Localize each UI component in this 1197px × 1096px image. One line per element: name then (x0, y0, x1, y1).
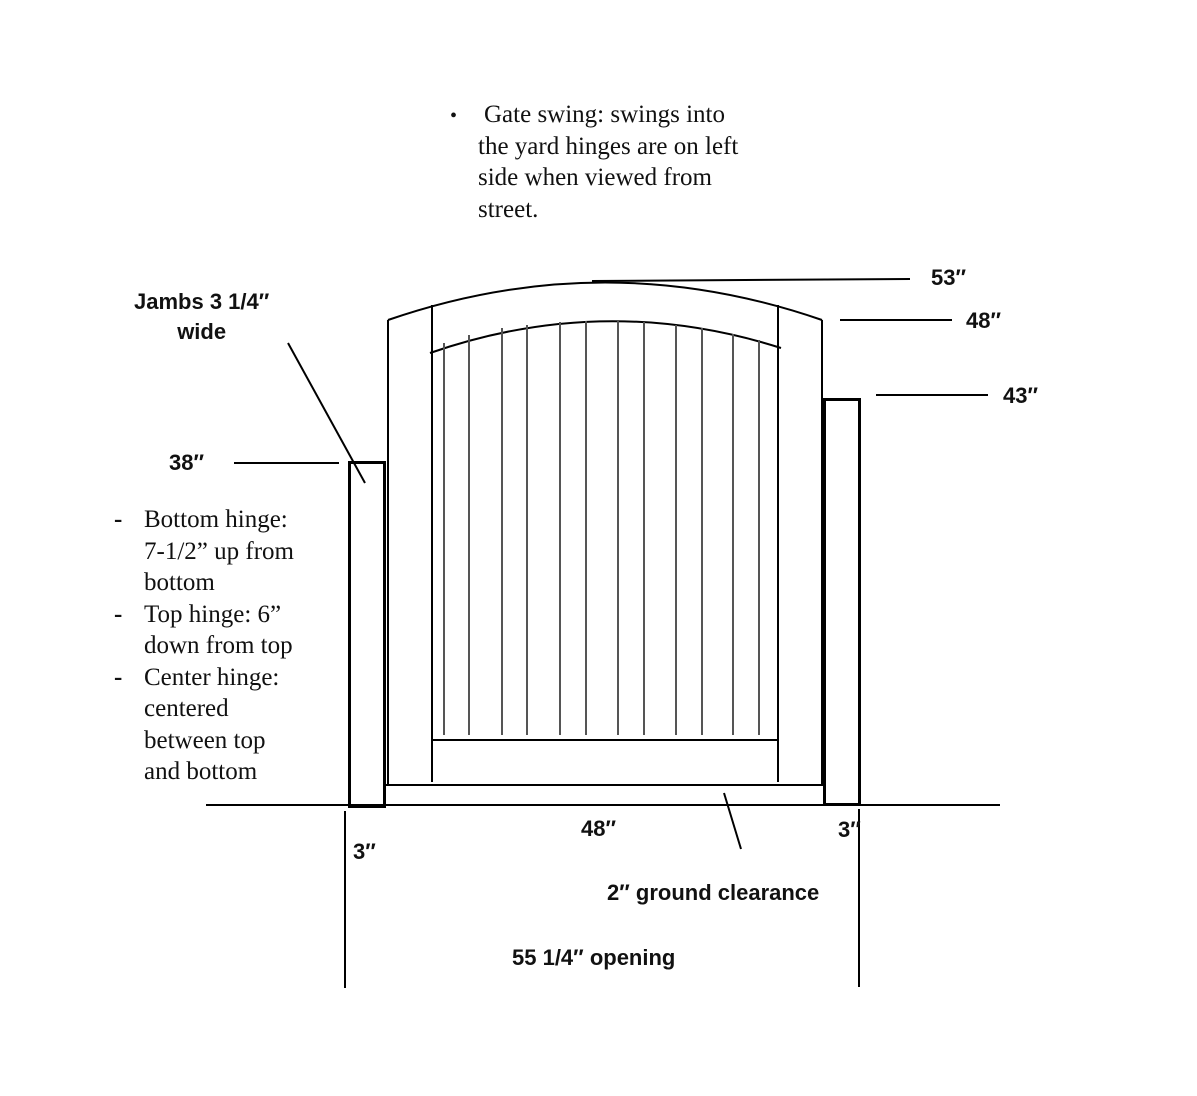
right-jamb-post (823, 398, 861, 806)
hinge-center-line-3: between top (144, 726, 266, 754)
leader-jambs (287, 342, 366, 484)
ground-clearance-label: 2″ ground clearance (607, 880, 820, 905)
gate-swing-line-1: Gate swing: swings into (484, 101, 725, 128)
gate-pickets (443, 321, 760, 735)
hinge-bottom-line-1: Bottom hinge: (144, 506, 288, 533)
hinge-note-center: - Center hinge: centered between top and… (114, 662, 294, 788)
gate-swing-line-2: the yard hinges are on left (478, 132, 739, 160)
jambs-label-line-2: wide (177, 319, 227, 344)
hinge-center-line-4: and bottom (144, 758, 258, 785)
left-jamb-post (348, 461, 386, 808)
dash-icon: - (114, 663, 123, 691)
leader-ground-clearance (723, 792, 742, 850)
jamb-left-3-label: 3″ (353, 839, 376, 864)
leader-53 (591, 278, 911, 282)
hinge-center-line-1: Center hinge: (144, 663, 280, 691)
gate-outer-frame (386, 281, 824, 786)
bullet-icon: • (450, 105, 458, 127)
gate-swing-line-3: side when viewed from (478, 164, 712, 191)
hinge-top-line-1: Top hinge: 6” (144, 600, 282, 628)
width-48-label: 48″ (581, 816, 617, 841)
hinge-top-line-2: down from top (144, 632, 293, 659)
hinge-bottom-line-2: 7-1/2” up from (144, 537, 294, 565)
height-43-label: 43″ (1003, 383, 1039, 408)
hinge-center-line-2: centered (144, 695, 229, 722)
gate-inner-arch-rail (429, 320, 782, 354)
hinge-note-top: - Top hinge: 6” down from top (114, 599, 294, 662)
gate-swing-line-4: street. (478, 195, 539, 223)
dash-icon: - (114, 506, 123, 533)
gate-inner-stiles (431, 305, 779, 782)
opening-label: 55 1/4″ opening (512, 945, 676, 970)
jambs-label: Jambs 3 1/4″ wide (134, 287, 269, 347)
hinge-notes: - Bottom hinge: 7-1/2” up from bottom - … (114, 504, 294, 788)
jamb-right-3-label: 3″ (838, 817, 861, 842)
height-53-label: 53″ (931, 265, 967, 290)
gate-swing-note: • Gate swing: swings into the yard hinge… (450, 99, 738, 225)
height-48-label: 48″ (966, 308, 1002, 333)
height-38-label: 38″ (169, 450, 205, 475)
dash-icon: - (114, 600, 123, 628)
hinge-bottom-line-3: bottom (144, 569, 215, 596)
jambs-label-line-1: Jambs 3 1/4″ (134, 289, 270, 314)
hinge-note-bottom: - Bottom hinge: 7-1/2” up from bottom (114, 504, 294, 599)
